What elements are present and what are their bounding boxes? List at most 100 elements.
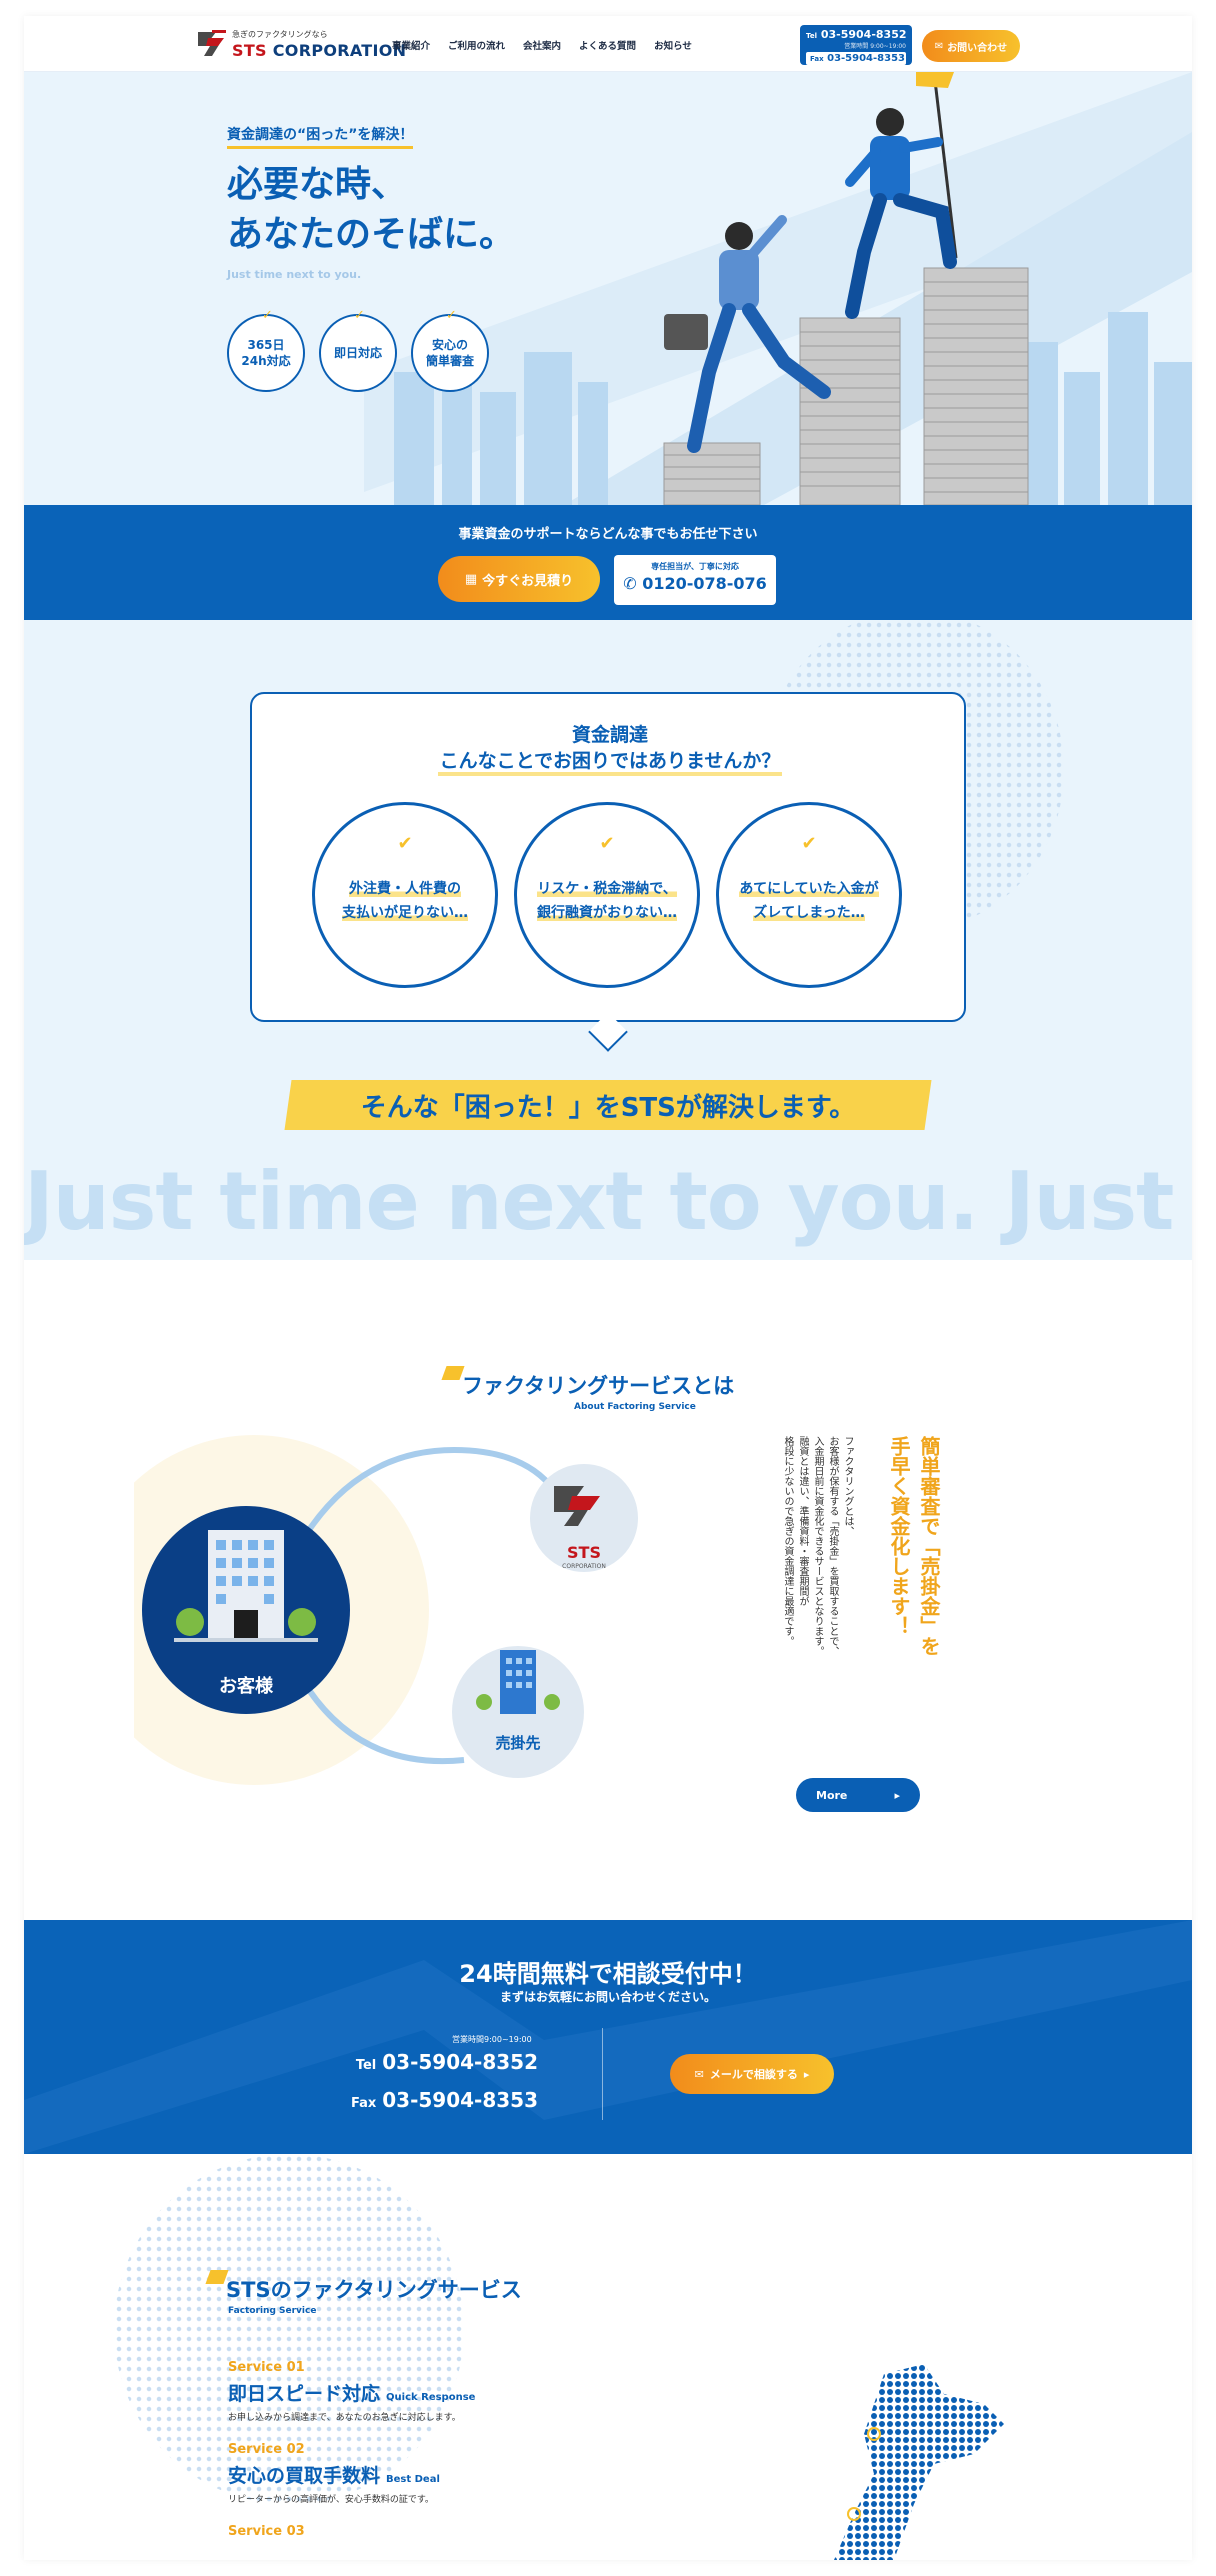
about-body: ファクタリングとは、 お客様が保有する「売掛金」を買取することで、 入金期日前に… (780, 1436, 855, 1676)
consult-fax-prefix: Fax (350, 2096, 377, 2111)
nav-news[interactable]: お知らせ (654, 41, 692, 52)
problem-2-line2: 銀行融資がおりない… (537, 905, 677, 921)
about-headline: 簡単審査で「売掛金」を 手早く資金化します！ (884, 1436, 944, 1676)
coin-stack-medium (799, 317, 901, 505)
service-number: Service 03 (228, 2524, 305, 2539)
hero-title-line2: あなたのそばに。 (227, 214, 516, 255)
check-icon: ✔ (397, 833, 413, 854)
about-section: ファクタリングサービスとは About Factoring Service (24, 1260, 1192, 1920)
about-subtitle: About Factoring Service (574, 1402, 696, 1412)
problems-title-2-text: こんなことでお困りではありませんか？ (437, 750, 783, 776)
factoring-diagram: お客様 STS CORPORATION 売掛先 (134, 1435, 638, 1785)
service-desc: お申し込みから調達まで、あなたのお急ぎに対応します。 (228, 2413, 461, 2423)
japan-map-illustration (834, 2364, 1004, 2560)
site-header: 急ぎのファクタリングなら STS CORPORATION 事業紹介 ご利用の流れ… (24, 16, 1192, 72)
header-phone-box[interactable]: Tel 03-5904-8352 営業時間 9:00~19:00 Fax 03-… (800, 25, 912, 65)
about-title: ファクタリングサービスとは (462, 1374, 735, 1398)
coin-stack-small (663, 442, 761, 505)
more-button-label: More (816, 1788, 848, 1802)
more-button[interactable]: More ▸ (796, 1778, 920, 1812)
header-tel-prefix: Tel (806, 32, 817, 40)
sts-sub-label: CORPORATION (562, 1563, 606, 1570)
consult-fax-number: 03-5904-8353 (382, 2088, 538, 2112)
problems-title-1: 資金調達 (571, 724, 648, 746)
header-fax-prefix: Fax (810, 55, 824, 63)
check-icon: ✔ (801, 833, 817, 854)
consult-fax: Fax 03-5904-8353 (348, 2088, 538, 2112)
problem-item: ✔ リスケ・税金滞納で、銀行融資がおりない… (514, 802, 700, 988)
problem-3-line2: ズレてしまった… (753, 905, 865, 921)
problems-title-2: こんなことでお困りではありませんか？ (252, 746, 968, 776)
consult-subtitle: まずはお気軽にお問い合わせください。 (499, 1990, 716, 2004)
services-title: STSのファクタリングサービス (226, 2278, 522, 2302)
free-dial-note: 専任担当が、丁寧に対応 (651, 562, 739, 571)
consult-hours: 営業時間9:00~19:00 (452, 2035, 532, 2044)
businessman-with-flag (845, 72, 958, 319)
badge-easy-review-line2: 簡単審査 (425, 354, 474, 368)
problem-2-line1: リスケ・税金滞納で、 (537, 881, 677, 897)
mail-consult-button[interactable]: ✉ メールで相談する ▸ (670, 2054, 834, 2094)
about-body-line: ファクタリングとは、 (842, 1436, 853, 1536)
consultation-section: 24時間無料で相談受付中！ まずはお気軽にお問い合わせください。 営業時間9:0… (24, 1920, 1192, 2154)
hero: 資金調達の“困った”を解決！ 必要な時、 あなたのそばに。 Just time … (24, 72, 1192, 505)
quote-button[interactable]: ▦ 今すぐお見積り (438, 556, 600, 602)
cta-band: 事業資金のサポートならどんな事でもお任せ下さい ▦ 今すぐお見積り 専任担当が、… (24, 505, 1192, 620)
logo-tagline: 急ぎのファクタリングなら (232, 30, 328, 39)
problems-box: 資金調達 こんなことでお困りではありませんか？ ✔ 外注費・人件費の支払いが足り… (250, 692, 966, 1022)
problem-list: ✔ 外注費・人件費の支払いが足りない… ✔ リスケ・税金滞納で、銀行融資がおりな… (312, 802, 902, 988)
sts-label: STS (567, 1543, 601, 1562)
header-hours: 営業時間 9:00~19:00 (844, 43, 906, 50)
hero-lead: 資金調達の“困った”を解決！ (227, 124, 414, 149)
quote-button-label: 今すぐお見積り (482, 573, 574, 589)
badge-same-day-line1: 即日対応 (333, 346, 382, 360)
logo-corporation: CORPORATION (272, 41, 407, 60)
nav-company[interactable]: 会社案内 (523, 41, 562, 52)
problem-1-line2: 支払いが足りない… (342, 905, 468, 921)
service-name: 安心の買取手数料 (228, 2465, 381, 2487)
about-body-line: お客様が保有する「売掛金」を買取することで、 (827, 1436, 838, 1656)
service-number: Service 01 (228, 2360, 305, 2375)
arrow-right-icon: ▸ (803, 2067, 810, 2081)
nav-flow[interactable]: ご利用の流れ (448, 41, 506, 52)
badge-365-line1: 365日 (247, 338, 285, 352)
consult-tel-number: 03-5904-8352 (382, 2050, 538, 2074)
calculator-icon: ▦ (464, 571, 478, 587)
arrow-right-icon: ▸ (894, 1788, 900, 1802)
nav-business[interactable]: 事業紹介 (392, 41, 431, 52)
about-body-line: 入金期日前に資金化できるサービスとなります。 (812, 1436, 823, 1656)
service-number: Service 02 (228, 2442, 305, 2457)
about-heading: ファクタリングサービスとは About Factoring Service (441, 1366, 784, 1416)
main-nav: 事業紹介 ご利用の流れ 会社案内 よくある質問 お知らせ (392, 38, 692, 52)
header-contact-label: お問い合わせ (947, 42, 1008, 54)
badge-easy-review-line1: 安心の (431, 338, 468, 352)
consult-tel-prefix: Tel (355, 2058, 377, 2073)
coin-stack-tall (923, 267, 1029, 505)
service-item: Service 03 (228, 2524, 305, 2539)
about-headline-line1: 簡単審査で「売掛金」を (917, 1436, 941, 1656)
badge-same-day: 即日対応 (319, 308, 397, 392)
customer-label: お客様 (219, 1675, 274, 1697)
hero-title: 必要な時、 あなたのそばに。 (227, 160, 515, 260)
cta-message: 事業資金のサポートならどんな事でもお任せ下さい (458, 527, 758, 542)
logo[interactable]: 急ぎのファクタリングなら STS CORPORATION (194, 28, 406, 60)
about-body-line: 格段に少ないので急ぎの資金調達に最適です。 (782, 1436, 793, 1646)
marquee-text: Just time next to you. Just time next to… (24, 1155, 1192, 1248)
free-dial-button[interactable]: 専任担当が、丁寧に対応 ✆ 0120-078-076 (614, 555, 776, 605)
consult-divider (602, 2028, 603, 2120)
problem-item: ✔ 外注費・人件費の支払いが足りない… (312, 802, 498, 988)
nav-faq[interactable]: よくある質問 (579, 41, 637, 52)
mail-icon: ✉ (694, 2067, 704, 2081)
hero-subtitle: Just time next to you. (227, 268, 362, 281)
header-fax-number: 03-5904-8353 (827, 53, 905, 64)
consult-tel[interactable]: Tel 03-5904-8352 (348, 2050, 538, 2074)
header-contact-button[interactable]: ✉ お問い合わせ (922, 30, 1020, 62)
services-subtitle: Factoring Service (228, 2306, 317, 2316)
mail-consult-label: メールで相談する (709, 2068, 798, 2081)
mail-icon: ✉ (934, 40, 944, 52)
services-section: STSのファクタリングサービス Factoring Service Servic… (24, 2154, 1192, 2560)
